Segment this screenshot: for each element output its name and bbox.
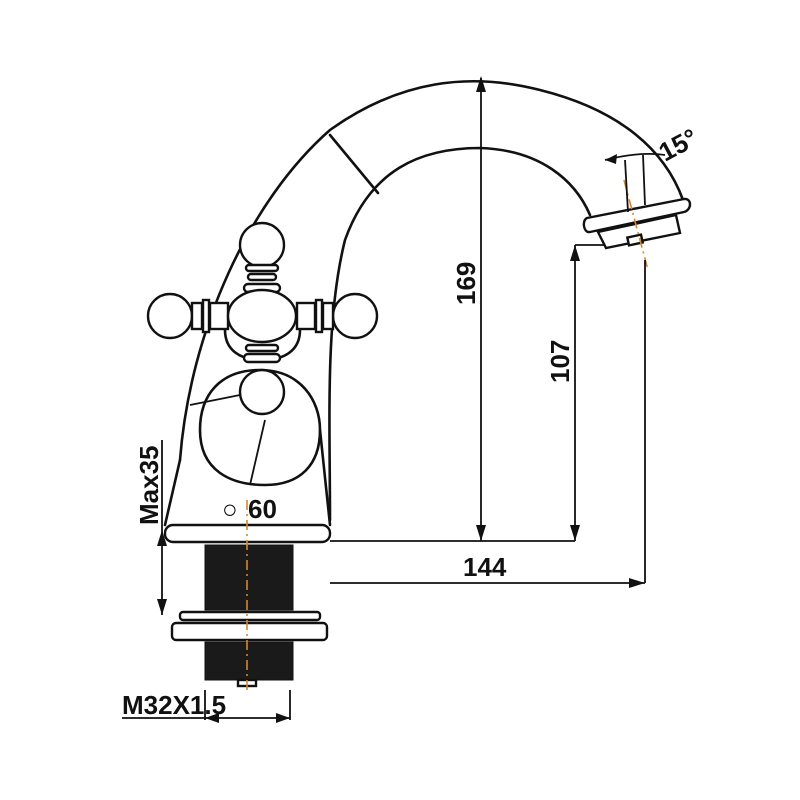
spout-outlet [582,197,692,250]
base-and-shank [163,523,332,688]
label-107: 107 [545,340,575,383]
label-144: 144 [463,552,507,582]
label-max35: Max35 [134,446,164,526]
label-diameter-symbol: ○ [222,494,238,524]
center-lines [246,179,649,690]
label-169: 169 [451,262,481,305]
dimension-lines [122,76,666,723]
label-thread: M32X1.5 [122,690,226,720]
cross-handle [146,221,379,416]
label-60: 60 [248,494,277,524]
